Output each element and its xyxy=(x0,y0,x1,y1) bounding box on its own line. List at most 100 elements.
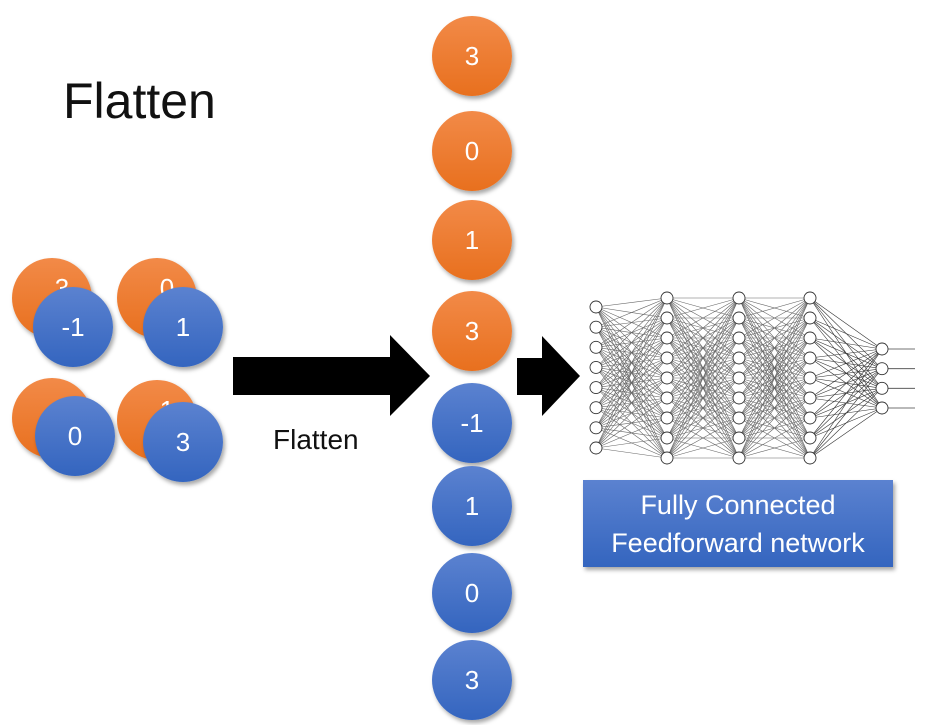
network-node xyxy=(732,451,746,465)
network-edge xyxy=(666,297,740,439)
network-node xyxy=(589,340,603,354)
network-edge xyxy=(809,348,883,459)
network-node xyxy=(660,431,674,445)
network-node xyxy=(875,401,889,415)
network-edge xyxy=(595,437,668,449)
flattened-value-circle: 3 xyxy=(432,16,512,96)
network-edge xyxy=(809,388,883,459)
network-node xyxy=(803,331,817,345)
network-node xyxy=(803,391,817,405)
network-edge xyxy=(666,377,740,459)
network-node xyxy=(660,291,674,305)
network-node xyxy=(589,421,603,435)
network-edge xyxy=(738,337,811,459)
network-edge xyxy=(595,297,668,348)
network-edge xyxy=(738,417,811,459)
network-edge xyxy=(595,297,668,408)
fc-label-line1: Fully Connected xyxy=(640,489,836,520)
grid-front-circle: 3 xyxy=(143,402,223,482)
flattened-value-circle: 0 xyxy=(432,553,512,633)
network-node xyxy=(660,451,674,465)
network-edge xyxy=(595,297,668,388)
network-edge xyxy=(666,337,740,459)
network-node xyxy=(660,351,674,365)
network-node xyxy=(732,311,746,325)
network-edge xyxy=(666,417,740,459)
fc-label-line2: Feedforward network xyxy=(611,527,865,558)
network-node xyxy=(660,391,674,405)
grid-front-circle: 1 xyxy=(143,287,223,367)
grid-front-circle: -1 xyxy=(33,287,113,367)
network-edge xyxy=(809,348,883,399)
network-edge xyxy=(809,317,883,350)
network-node xyxy=(660,411,674,425)
network-edge xyxy=(666,297,740,339)
network-edge xyxy=(595,297,668,429)
network-edge xyxy=(809,337,883,350)
network-node xyxy=(589,320,603,334)
flattened-value-circle: 1 xyxy=(432,466,512,546)
network-edge xyxy=(595,417,668,449)
network-node xyxy=(660,331,674,345)
network-edge xyxy=(738,317,811,459)
network-node xyxy=(803,351,817,365)
network-node xyxy=(732,331,746,345)
network-edge xyxy=(738,397,811,459)
network-node xyxy=(803,371,817,385)
network-node xyxy=(660,311,674,325)
network-edge xyxy=(595,297,668,368)
network-node xyxy=(589,360,603,374)
network-node xyxy=(732,371,746,385)
network-node xyxy=(732,351,746,365)
network-node xyxy=(803,291,817,305)
network-edge xyxy=(738,297,811,379)
network-node xyxy=(732,411,746,425)
network-node xyxy=(732,291,746,305)
network-arrow xyxy=(517,336,580,416)
network-edge xyxy=(595,317,668,449)
network-edge xyxy=(595,297,668,328)
network-edge xyxy=(738,297,811,319)
network-edge xyxy=(666,297,740,379)
network-edge xyxy=(666,297,740,319)
flattened-value-circle: 3 xyxy=(432,291,512,371)
network-edge xyxy=(738,297,811,439)
network-edge xyxy=(595,397,668,449)
fc-network-label: Fully Connected Feedforward network xyxy=(583,480,893,567)
network-edge xyxy=(595,447,668,459)
network-node xyxy=(589,381,603,395)
network-edge xyxy=(595,357,668,449)
flattened-value-circle: -1 xyxy=(432,383,512,463)
network-edge xyxy=(738,437,811,459)
network-edge xyxy=(738,297,811,399)
network-edge xyxy=(738,377,811,459)
network-edge xyxy=(738,297,811,339)
network-edge xyxy=(809,348,883,419)
network-edge xyxy=(809,407,883,459)
network-edge xyxy=(595,297,668,308)
network-node xyxy=(875,381,889,395)
network-node xyxy=(803,451,817,465)
network-edge xyxy=(738,297,811,419)
flatten-arrow xyxy=(233,335,430,416)
network-node xyxy=(803,311,817,325)
network-edge xyxy=(809,368,883,459)
network-node xyxy=(589,441,603,455)
network-edge xyxy=(738,297,811,459)
network-node xyxy=(660,371,674,385)
network-node xyxy=(589,401,603,415)
network-node xyxy=(589,300,603,314)
network-edge xyxy=(809,348,883,379)
network-node xyxy=(875,362,889,376)
flattened-value-circle: 3 xyxy=(432,640,512,720)
page-title: Flatten xyxy=(63,73,216,129)
network-edge xyxy=(666,297,740,399)
network-node xyxy=(803,411,817,425)
network-edge xyxy=(595,297,668,449)
grid-front-circle: 0 xyxy=(35,396,115,476)
network-edge xyxy=(809,348,883,359)
network-edge xyxy=(666,297,740,459)
network-node xyxy=(803,431,817,445)
